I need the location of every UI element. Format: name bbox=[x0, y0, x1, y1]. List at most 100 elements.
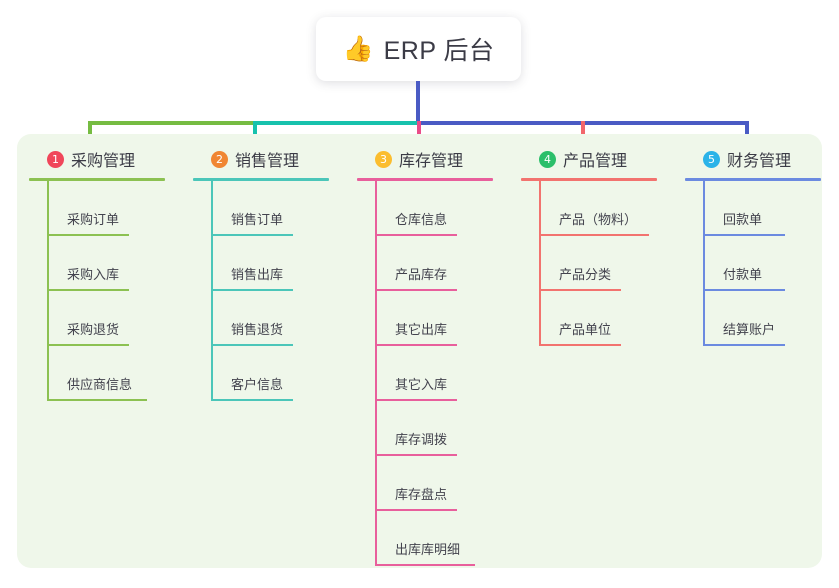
leaf-rule bbox=[539, 234, 649, 236]
leaf-label: 产品库存 bbox=[395, 267, 448, 282]
branch-badge-1: 1 bbox=[47, 150, 64, 168]
list-item[interactable]: 销售订单 bbox=[193, 181, 348, 236]
list-item[interactable]: 采购入库 bbox=[29, 236, 184, 291]
branch-title-1: 采购管理 bbox=[71, 153, 136, 170]
branch-rule-1 bbox=[29, 178, 165, 181]
branch-spine-3 bbox=[375, 181, 377, 566]
list-item[interactable]: 付款单 bbox=[685, 236, 839, 291]
leaf-label: 库存盘点 bbox=[395, 487, 448, 502]
branch-rule-3 bbox=[357, 178, 493, 181]
leaf-rule bbox=[375, 344, 457, 346]
list-item[interactable]: 其它入库 bbox=[357, 346, 512, 401]
list-item[interactable]: 产品库存 bbox=[357, 236, 512, 291]
leaf-rule bbox=[375, 399, 457, 401]
list-item[interactable]: 产品分类 bbox=[521, 236, 676, 291]
list-item[interactable]: 产品（物料） bbox=[521, 181, 676, 236]
leaf-label: 产品单位 bbox=[559, 322, 612, 337]
leaf-rule bbox=[47, 344, 129, 346]
branch-title-3: 库存管理 bbox=[399, 153, 464, 170]
leaf-rule bbox=[703, 344, 785, 346]
leaf-rule bbox=[47, 234, 129, 236]
leaf-label: 产品（物料） bbox=[559, 212, 638, 227]
leaf-rule bbox=[375, 234, 457, 236]
leaf-rule bbox=[211, 234, 293, 236]
leaf-rule bbox=[539, 289, 621, 291]
leaf-label: 结算账户 bbox=[723, 322, 776, 337]
branch-column-3: 3 库存管理 仓库信息 产品库存 其它出库 其它入库 bbox=[357, 145, 512, 566]
branch-rule-2 bbox=[193, 178, 329, 181]
leaf-rule bbox=[703, 289, 785, 291]
branch-header-2[interactable]: 2 销售管理 bbox=[193, 145, 348, 173]
branch-header-4[interactable]: 4 产品管理 bbox=[521, 145, 676, 173]
mindmap-panel: 1 采购管理 采购订单 采购入库 采购退货 供应商信 bbox=[17, 134, 822, 568]
branch-badge-2: 2 bbox=[211, 150, 228, 168]
branch-column-5: 5 财务管理 回款单 付款单 结算账户 bbox=[685, 145, 839, 346]
leaf-label: 销售出库 bbox=[231, 267, 284, 282]
drop-connector-2 bbox=[253, 121, 257, 145]
branch-header-1[interactable]: 1 采购管理 bbox=[29, 145, 184, 173]
leaf-label: 其它入库 bbox=[395, 377, 448, 392]
branch-badge-3: 3 bbox=[375, 150, 392, 168]
leaf-label: 采购订单 bbox=[67, 212, 120, 227]
leaf-label: 供应商信息 bbox=[67, 377, 133, 392]
branch-header-3[interactable]: 3 库存管理 bbox=[357, 145, 512, 173]
drop-connector-5 bbox=[745, 121, 749, 145]
branch-items-2: 销售订单 销售出库 销售退货 客户信息 bbox=[193, 181, 348, 401]
leaf-label: 销售退货 bbox=[231, 322, 284, 337]
list-item[interactable]: 采购订单 bbox=[29, 181, 184, 236]
list-item[interactable]: 其它出库 bbox=[357, 291, 512, 346]
leaf-rule bbox=[211, 289, 293, 291]
drop-connector-4 bbox=[581, 121, 585, 145]
thumbs-up-icon: 👍 bbox=[342, 34, 374, 63]
drop-connector-1 bbox=[88, 121, 92, 145]
list-item[interactable]: 采购退货 bbox=[29, 291, 184, 346]
list-item[interactable]: 产品单位 bbox=[521, 291, 676, 346]
branch-rule-5 bbox=[685, 178, 821, 181]
drop-connector-3 bbox=[417, 121, 421, 145]
list-item[interactable]: 客户信息 bbox=[193, 346, 348, 401]
leaf-label: 付款单 bbox=[723, 267, 763, 282]
list-item[interactable]: 出库库明细 bbox=[357, 511, 512, 566]
leaf-rule bbox=[47, 289, 129, 291]
root-node-erp-backend[interactable]: 👍 ERP 后台 bbox=[316, 17, 521, 81]
list-item[interactable]: 销售退货 bbox=[193, 291, 348, 346]
list-item[interactable]: 结算账户 bbox=[685, 291, 839, 346]
branch-spine-1 bbox=[47, 181, 49, 401]
leaf-label: 采购退货 bbox=[67, 322, 120, 337]
branch-header-5[interactable]: 5 财务管理 bbox=[685, 145, 839, 173]
list-item[interactable]: 供应商信息 bbox=[29, 346, 184, 401]
branch-badge-5: 5 bbox=[703, 150, 720, 168]
leaf-rule bbox=[47, 399, 147, 401]
list-item[interactable]: 回款单 bbox=[685, 181, 839, 236]
leaf-label: 产品分类 bbox=[559, 267, 612, 282]
branch-column-4: 4 产品管理 产品（物料） 产品分类 产品单位 bbox=[521, 145, 676, 346]
branch-spine-5 bbox=[703, 181, 705, 346]
leaf-label: 回款单 bbox=[723, 212, 763, 227]
list-item[interactable]: 库存盘点 bbox=[357, 456, 512, 511]
list-item[interactable]: 仓库信息 bbox=[357, 181, 512, 236]
branch-title-4: 产品管理 bbox=[563, 153, 628, 170]
branch-items-5: 回款单 付款单 结算账户 bbox=[685, 181, 839, 346]
branch-column-1: 1 采购管理 采购订单 采购入库 采购退货 供应商信 bbox=[29, 145, 184, 401]
leaf-rule bbox=[375, 289, 457, 291]
leaf-rule bbox=[375, 454, 457, 456]
trunk-connector bbox=[416, 81, 420, 123]
leaf-label: 其它出库 bbox=[395, 322, 448, 337]
leaf-label: 采购入库 bbox=[67, 267, 120, 282]
branch-spine-4 bbox=[539, 181, 541, 346]
branch-items-3: 仓库信息 产品库存 其它出库 其它入库 库存调拨 bbox=[357, 181, 512, 566]
branch-items-4: 产品（物料） 产品分类 产品单位 bbox=[521, 181, 676, 346]
leaf-label: 仓库信息 bbox=[395, 212, 448, 227]
bar-segment-green bbox=[88, 121, 255, 125]
leaf-label: 销售订单 bbox=[231, 212, 284, 227]
leaf-rule bbox=[539, 344, 621, 346]
leaf-label: 客户信息 bbox=[231, 377, 284, 392]
list-item[interactable]: 销售出库 bbox=[193, 236, 348, 291]
branch-column-2: 2 销售管理 销售订单 销售出库 销售退货 客户信息 bbox=[193, 145, 348, 401]
bar-segment-teal bbox=[253, 121, 419, 125]
leaf-label: 库存调拨 bbox=[395, 432, 448, 447]
branch-title-2: 销售管理 bbox=[235, 153, 300, 170]
list-item[interactable]: 库存调拨 bbox=[357, 401, 512, 456]
leaf-label: 出库库明细 bbox=[395, 542, 461, 557]
